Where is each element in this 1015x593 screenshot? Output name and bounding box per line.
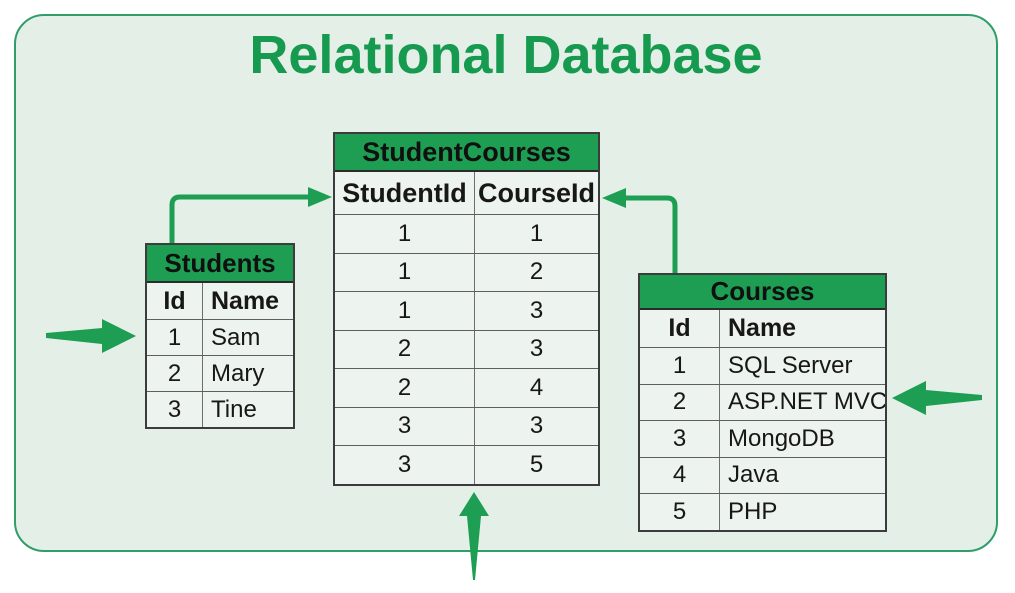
arrow-right-icon [46,319,136,353]
cell-id: 3 [640,421,720,457]
cell-id: 1 [640,348,720,384]
elbow-arrow-right-icon [169,187,332,243]
cell-name: PHP [728,497,778,525]
elbow-arrow-left-icon [602,188,678,273]
table-row: 1 2 [335,252,598,291]
table-row: 2 3 [335,329,598,368]
studentcourses-table-title: StudentCourses [335,134,598,172]
column-header: Name [211,286,280,315]
cell-studentid: 1 [335,292,475,330]
students-header-row: Id Name [147,283,293,319]
cell-studentid: 1 [335,215,475,253]
cell-name: Mary [211,359,265,387]
cell-name: MongoDB [728,424,835,452]
cell-id: 4 [640,457,720,493]
cell-id: 2 [147,356,203,391]
table-row: 5 PHP [640,493,885,530]
table-row: 2 4 [335,368,598,407]
column-header: Name [728,314,797,342]
column-header: CourseId [477,177,596,208]
arrow-left-icon [892,381,982,415]
table-row: 2 ASP.NET MVC [640,383,885,420]
students-table-title: Students [147,245,293,283]
studentcourses-header-row: StudentId CourseId [335,172,598,214]
cell-studentid: 1 [335,253,475,291]
cell-id: 2 [640,384,720,420]
cell-id: 3 [147,392,203,427]
table-row: 4 Java [640,456,885,493]
table-row: 3 3 [335,406,598,445]
cell-id: 1 [147,320,203,355]
cell-courseid: 1 [529,219,544,247]
cell-name: Sam [211,323,261,351]
cell-courseid: 3 [529,296,544,324]
cell-studentid: 2 [335,330,475,368]
courses-table: Courses Id Name 1 SQL Server 2 ASP.NET M… [638,273,887,532]
cell-courseid: 4 [529,373,544,401]
table-row: 3 Tine [147,391,293,427]
column-header: StudentId [335,172,475,214]
courses-header-row: Id Name [640,310,885,347]
studentcourses-table: StudentCourses StudentId CourseId 1 1 1 … [333,132,600,486]
cell-courseid: 2 [529,258,544,286]
cell-id: 5 [640,494,720,530]
students-table: Students Id Name 1 Sam 2 Mary 3 Tine [145,243,295,429]
cell-name: Java [728,461,779,489]
arrow-up-icon [459,492,489,580]
table-row: 1 SQL Server [640,347,885,384]
cell-studentid: 3 [335,446,475,484]
column-header: Id [147,283,203,319]
table-row: 3 5 [335,445,598,484]
table-row: 2 Mary [147,355,293,391]
cell-courseid: 3 [529,335,544,363]
cell-studentid: 3 [335,407,475,445]
cell-name: ASP.NET MVC [728,388,885,416]
cell-studentid: 2 [335,369,475,407]
table-row: 1 3 [335,291,598,330]
table-row: 1 1 [335,214,598,253]
courses-table-title: Courses [640,275,885,310]
diagram-title: Relational Database [249,25,763,85]
table-row: 1 Sam [147,319,293,355]
cell-name: Tine [211,395,257,423]
cell-courseid: 3 [529,412,544,440]
column-header: Id [640,310,720,347]
table-row: 3 MongoDB [640,420,885,457]
cell-courseid: 5 [529,450,544,478]
cell-name: SQL Server [728,351,853,379]
